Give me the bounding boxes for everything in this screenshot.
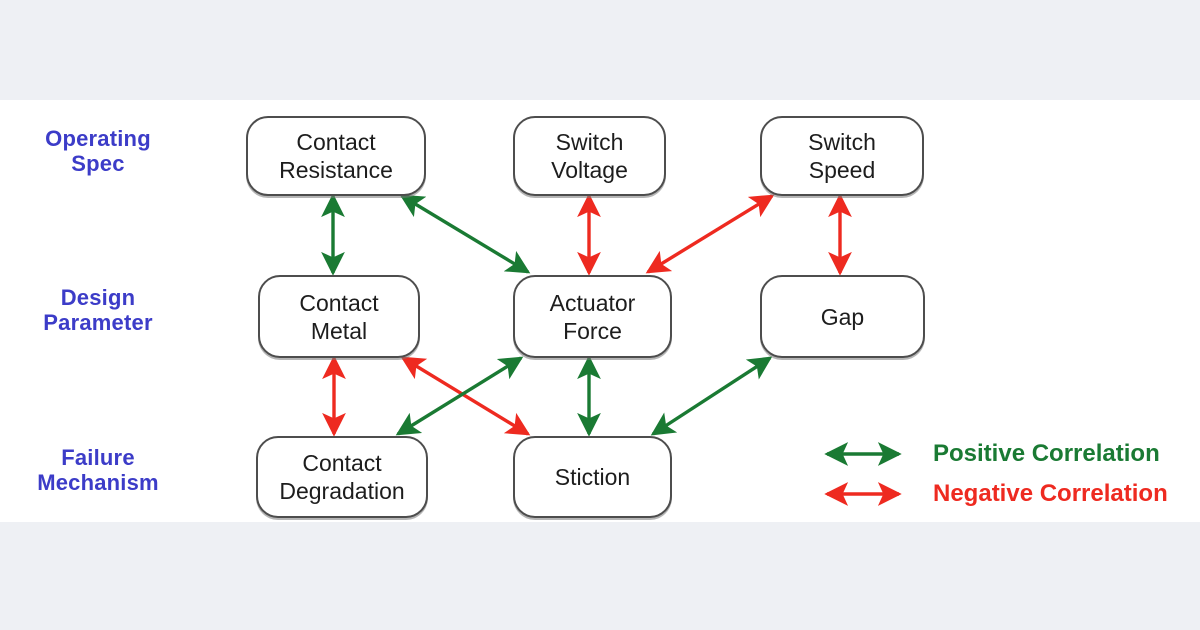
node-contact-degradation[interactable]: Contact Degradation — [256, 436, 428, 518]
node-switch-voltage[interactable]: Switch Voltage — [513, 116, 666, 196]
row-label-operating-spec: Operating Spec — [45, 126, 151, 176]
negative-correlation-arrow-icon — [824, 482, 902, 506]
correlation-diagram: Operating Spec Design Parameter Failure … — [0, 100, 1200, 522]
edge-actuator-force-contact-degradation — [395, 356, 524, 436]
row-label-design-parameter: Design Parameter — [43, 285, 153, 335]
edge-layer — [321, 193, 852, 437]
legend-row-positive: Positive Correlation — [815, 440, 1160, 468]
node-actuator-force[interactable]: Actuator Force — [513, 275, 672, 358]
row-label-failure-mechanism: Failure Mechanism — [37, 445, 159, 495]
node-switch-speed[interactable]: Switch Speed — [760, 116, 924, 196]
node-gap[interactable]: Gap — [760, 275, 925, 358]
node-contact-resistance[interactable]: Contact Resistance — [246, 116, 426, 196]
edge-contact-resistance-actuator-force — [399, 194, 531, 274]
node-stiction[interactable]: Stiction — [513, 436, 672, 518]
legend-row-negative: Negative Correlation — [815, 480, 1168, 508]
edge-contact-metal-stiction — [400, 356, 531, 436]
node-contact-metal[interactable]: Contact Metal — [258, 275, 420, 358]
edge-actuator-force-switch-speed — [645, 194, 775, 274]
legend-label-positive: Positive Correlation — [933, 440, 1160, 467]
positive-correlation-arrow-icon — [824, 442, 902, 466]
legend-label-negative: Negative Correlation — [933, 480, 1168, 507]
edge-gap-stiction — [650, 356, 773, 436]
